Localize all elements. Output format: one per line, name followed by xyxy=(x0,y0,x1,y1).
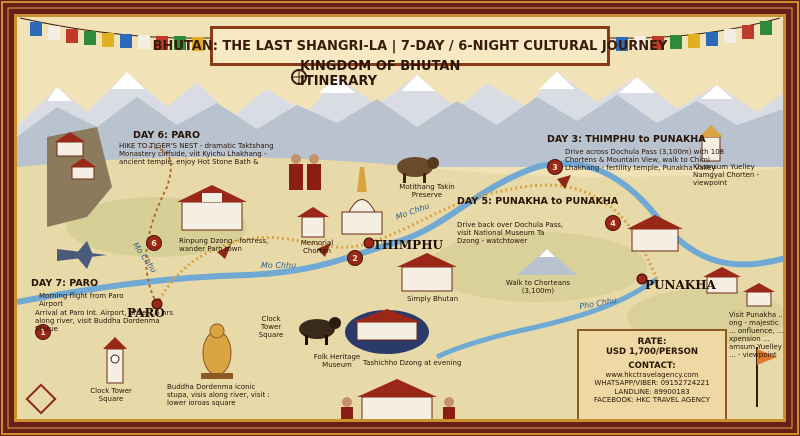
dochula-chortens-icon xyxy=(517,249,577,275)
dharma-wheel-icon xyxy=(291,69,307,85)
landmark-clock-tower-left: Clock Tower Square xyxy=(90,387,132,404)
city-punakha: PUNAKHA xyxy=(645,278,716,292)
stupa-icon xyxy=(341,167,383,235)
day-badge-2: 2 xyxy=(347,250,363,266)
takin-icon xyxy=(397,157,439,183)
day-6-title: DAY 6: PARO xyxy=(133,130,201,141)
landmark-clock-tower-mid: Clock Tower Square xyxy=(258,315,284,340)
punakha-dzong-icon xyxy=(627,215,683,252)
tigers-nest-monastery-icon xyxy=(47,127,112,227)
page-subtitle: KINGDOM OF BHUTAN ITINERARY xyxy=(300,59,461,89)
punakha-village-icon xyxy=(703,267,775,307)
prayer-flags-icon xyxy=(19,17,781,51)
day-badge-4: 4 xyxy=(605,215,621,231)
khamsum-chorten-icon xyxy=(699,125,723,162)
day-5-title: DAY 5: PUNAKHA to PUNAKHA xyxy=(457,196,619,207)
contact-title: CONTACT: xyxy=(628,361,676,371)
contact-whatsapp: WHATSAPP/VIBER: 09152724221 xyxy=(594,379,710,388)
day-badge-3: 3 xyxy=(547,159,563,175)
yak-icon xyxy=(299,317,341,345)
city-paro: PARO xyxy=(127,306,165,320)
day-3-desc: Drive across Dochula Pass (3,100m) with … xyxy=(565,148,725,173)
rate-title: RATE: xyxy=(637,337,667,347)
simply-bhutan-icon xyxy=(397,253,457,292)
landmark-rinpung-dzong: Rinpung Dzong - fortress, wander Paro to… xyxy=(179,237,269,254)
contact-website[interactable]: www.hkctravelagency.com xyxy=(605,371,699,379)
airplane-icon xyxy=(57,241,107,269)
landmark-takin-preserve: Motithang Takin Preserve xyxy=(399,183,455,200)
pho-chhu-river xyxy=(435,276,659,360)
river-label-mo-chhu-2: Mo Chhu xyxy=(261,261,297,270)
monk-icon xyxy=(289,154,321,190)
landmark-simply-bhutan: Simply Bhutan xyxy=(407,295,459,303)
buddha-statue-icon xyxy=(201,323,233,379)
landmark-tashichho-dzong: Tashichho Dzong at evening xyxy=(363,359,462,367)
landmark-folk-museum: Folk Heritage Museum xyxy=(313,353,361,370)
rinpung-dzong-icon xyxy=(177,185,247,231)
rate-contact-scroll: RATE: USD 1,700/PERSON CONTACT: www.hkct… xyxy=(577,329,727,419)
day-7-desc: Morning flight from Paro Airport xyxy=(39,292,124,309)
prayer-flag-icon xyxy=(756,347,777,407)
tashichho-dzong-icon xyxy=(345,309,429,354)
day-badge-1: 1 xyxy=(35,324,51,340)
day-badge-6: 6 xyxy=(146,235,162,251)
route-road xyxy=(155,183,659,305)
day-5-desc: Drive back over Dochula Pass, visit Nati… xyxy=(457,221,564,246)
contact-facebook: FACEBOOK: HKC TRAVEL AGENCY xyxy=(593,396,711,405)
endless-knot-icon xyxy=(25,383,57,415)
day-1-desc: Arrival at Paro Int. Airport, drive 1.5 … xyxy=(35,309,174,334)
landmark-punakha-visit: Visit Punakha ... ong - majestic ... onf… xyxy=(729,311,786,360)
rate-price: USD 1,700/PERSON xyxy=(605,347,699,357)
clock-tower-icon xyxy=(103,337,127,384)
itinerary-map: 1 2 3 4 6 DAY 6: PARO HIKE TO TIGER'S NE… xyxy=(14,14,786,422)
memorial-chorten-icon xyxy=(297,207,329,238)
snow-mountains-icon xyxy=(17,72,783,167)
landmark-buddha-dordenma: Buddha Dordenma iconic stupa, visis alon… xyxy=(167,383,270,408)
title-banner: BHUTAN: THE LAST SHANGRI-LA | 7-DAY / 6-… xyxy=(153,26,667,66)
day-7-title: DAY 7: PARO xyxy=(31,278,99,289)
temple-icon xyxy=(341,379,455,419)
landmark-khamsum-chorten: Khamsum Yuelley Namgyal Chorten - viewpo… xyxy=(693,163,760,188)
contact-landline: LANDLINE: 89900183 xyxy=(614,387,690,396)
city-thimphu: THIMPHU xyxy=(373,238,443,252)
day-6-desc: HIKE TO TIGER'S NEST - dramatic Taktshan… xyxy=(119,142,274,167)
landmark-memorial-chorten: Memorial Chorten xyxy=(300,239,334,256)
page-title: BHUTAN: THE LAST SHANGRI-LA | 7-DAY / 6-… xyxy=(152,38,668,54)
landmark-walk-chortens: Walk to Chorteans (3,100m) xyxy=(505,279,571,296)
day-3-title: DAY 3: THIMPHU to PUNAKHA xyxy=(547,134,706,145)
